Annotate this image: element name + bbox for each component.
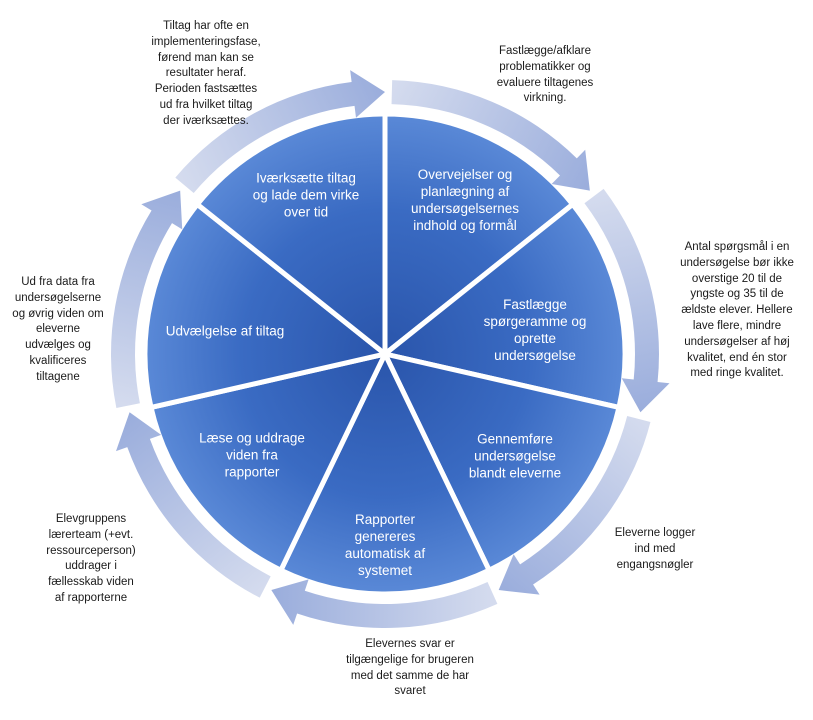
segment-label-questionnaire: Fastlægge spørgeramme og oprette undersø… (483, 297, 587, 363)
segment-label-read-reports: Læse og uddrage viden fra rapporter (199, 430, 305, 480)
pie-segment-7 (194, 111, 388, 357)
cycle-arrow-6 (111, 190, 183, 408)
pie-segment-5 (148, 351, 388, 573)
segment-label-reports-generated: Rapporter genereres automatisk af system… (344, 512, 426, 578)
cycle-arrow-4 (271, 579, 498, 628)
annotation-implement: Tiltag har ofte en implementeringsfase, … (151, 20, 261, 127)
annotation-select-measures: Ud fra data fra undersøgelserne og øvrig… (12, 276, 104, 383)
pie-segment-1 (382, 111, 576, 357)
pie-segment-2 (382, 201, 628, 410)
cycle-arrow-3 (498, 415, 651, 595)
pie-segments (142, 111, 628, 597)
segment-label-select-measures: Udvælgelse af tiltag (165, 323, 285, 339)
cycle-arrow-7 (175, 70, 385, 194)
cycle-arrow-1 (391, 80, 590, 191)
annotation-questionnaire: Antal spørgsmål i en undersøgelse bør ik… (680, 241, 794, 380)
cycle-arrow-2 (584, 188, 670, 413)
annotation-reports-generated: Elevernes svar er tilgængelige for bruge… (346, 638, 474, 698)
annotation-planning: Fastlægge/afklare problematikker og eval… (496, 45, 594, 105)
annotation-conduct: Eleverne logger ind med engangsnøgler (614, 527, 696, 571)
cycle-arrow-5 (116, 412, 271, 598)
pie-segment-6 (142, 201, 388, 410)
pie-segment-4 (278, 351, 492, 597)
segment-label-conduct: Gennemføre undersøgelse blandt eleverne (468, 431, 562, 481)
annotation-read-reports: Elevgruppens lærerteam (+evt. ressourcep… (46, 513, 136, 604)
segment-label-implement: Iværksætte tiltag og lade dem virke over… (252, 170, 360, 220)
segment-label-planning: Overvejelser og planlægning af undersøge… (410, 167, 520, 233)
pie-segment-3 (382, 351, 622, 573)
cycle-arrow-ring (111, 70, 670, 628)
